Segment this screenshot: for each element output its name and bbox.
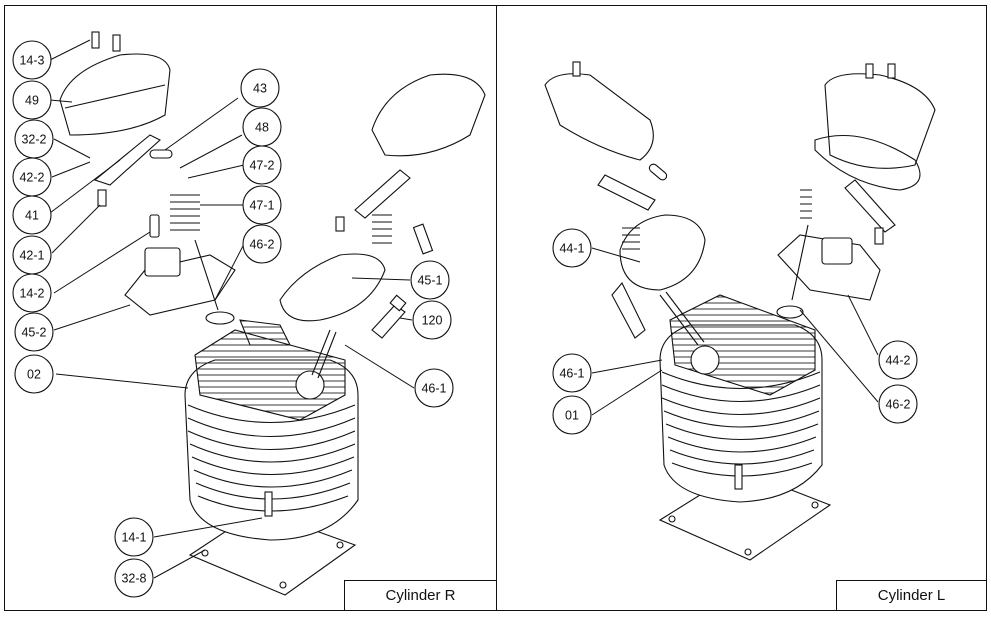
callout-label: 45-2 — [21, 326, 46, 340]
callout-r-0: 14-3 — [12, 40, 52, 80]
callout-circle — [552, 353, 592, 393]
callout-r-1: 49 — [12, 80, 52, 120]
leader-lines — [49, 39, 879, 579]
callout-r-9: 43 — [240, 68, 280, 108]
callout-label: 42-2 — [19, 171, 44, 185]
callout-label: 46-2 — [249, 238, 274, 252]
callout-circle — [14, 354, 54, 394]
callout-r-15: 120 — [412, 300, 452, 340]
callout-label: 02 — [27, 368, 41, 382]
cylinder-r-artwork — [59, 31, 486, 596]
callout-circle — [12, 273, 52, 313]
callout-circle — [414, 368, 454, 408]
rocker-housing-l — [777, 234, 881, 301]
callout-r-3: 42-2 — [12, 157, 52, 197]
callout-r-5: 42-1 — [12, 235, 52, 275]
callout-label: 47-2 — [249, 159, 274, 173]
callout-circle — [12, 195, 52, 235]
callout-label: 48 — [255, 121, 269, 135]
callout-r-16: 46-1 — [414, 368, 454, 408]
panel-cylinder-r: Cylinder R — [4, 5, 497, 611]
callout-label: 44-2 — [885, 354, 910, 368]
callout-l-2: 01 — [552, 395, 592, 435]
callout-r-2: 32-2 — [14, 119, 54, 159]
caption-cylinder-r: Cylinder R — [344, 580, 496, 610]
callout-label: 32-8 — [121, 572, 146, 586]
callout-label: 46-1 — [559, 367, 584, 381]
callout-circle — [12, 80, 52, 120]
callout-circle — [240, 68, 280, 108]
callout-circle — [552, 228, 592, 268]
callout-r-12: 47-1 — [242, 185, 282, 225]
gasket — [279, 253, 386, 322]
spark-plug — [371, 304, 406, 339]
callout-l-0: 44-1 — [552, 228, 592, 268]
callout-circle — [878, 340, 918, 380]
callout-r-6: 14-2 — [12, 273, 52, 313]
callout-r-17: 14-1 — [114, 517, 154, 557]
panel-cylinder-l: Cylinder L — [496, 5, 987, 611]
caption-cylinder-l: Cylinder L — [836, 580, 986, 610]
callout-label: 32-2 — [21, 133, 46, 147]
callout-circle — [14, 312, 54, 352]
callout-group: 14-3 49 32-2 42-2 41 42-1 14-2 45-2 02 43 48 47-2 47… — [12, 40, 918, 598]
callout-label: 47-1 — [249, 199, 274, 213]
callout-r-11: 47-2 — [242, 145, 282, 185]
callout-circle — [412, 300, 452, 340]
callout-label: 42-1 — [19, 249, 44, 263]
callout-label: 43 — [253, 82, 267, 96]
callout-label: 44-1 — [559, 242, 584, 256]
callout-circle — [114, 517, 154, 557]
callout-l-3: 44-2 — [878, 340, 918, 380]
callout-label: 14-1 — [121, 531, 146, 545]
callout-label: 14-2 — [19, 287, 44, 301]
callout-circle — [12, 40, 52, 80]
callout-r-10: 48 — [242, 107, 282, 147]
rocker-cover — [59, 53, 171, 136]
callout-l-4: 46-2 — [878, 384, 918, 424]
callout-r-4: 41 — [12, 195, 52, 235]
callout-r-18: 32-8 — [114, 558, 154, 598]
callout-circle — [242, 224, 282, 264]
callout-label: 49 — [25, 94, 39, 108]
callout-r-7: 45-2 — [14, 312, 54, 352]
callout-circle — [242, 185, 282, 225]
callout-r-13: 46-2 — [242, 224, 282, 264]
callout-label: 41 — [25, 209, 39, 223]
callout-circle — [410, 260, 450, 300]
callout-circle — [878, 384, 918, 424]
callout-label: 45-1 — [417, 274, 442, 288]
cylinder-l-artwork — [544, 61, 936, 561]
callout-circle — [242, 145, 282, 185]
callout-label: 01 — [565, 409, 579, 423]
callout-l-1: 46-1 — [552, 353, 592, 393]
callout-circle — [552, 395, 592, 435]
callout-r-8: 02 — [14, 354, 54, 394]
gasket-l — [619, 214, 706, 291]
callout-label: 14-3 — [19, 54, 44, 68]
callout-label: 120 — [422, 314, 443, 328]
callout-circle — [114, 558, 154, 598]
callout-label: 46-2 — [885, 398, 910, 412]
callout-label: 46-1 — [421, 382, 446, 396]
callout-r-14: 45-1 — [410, 260, 450, 300]
